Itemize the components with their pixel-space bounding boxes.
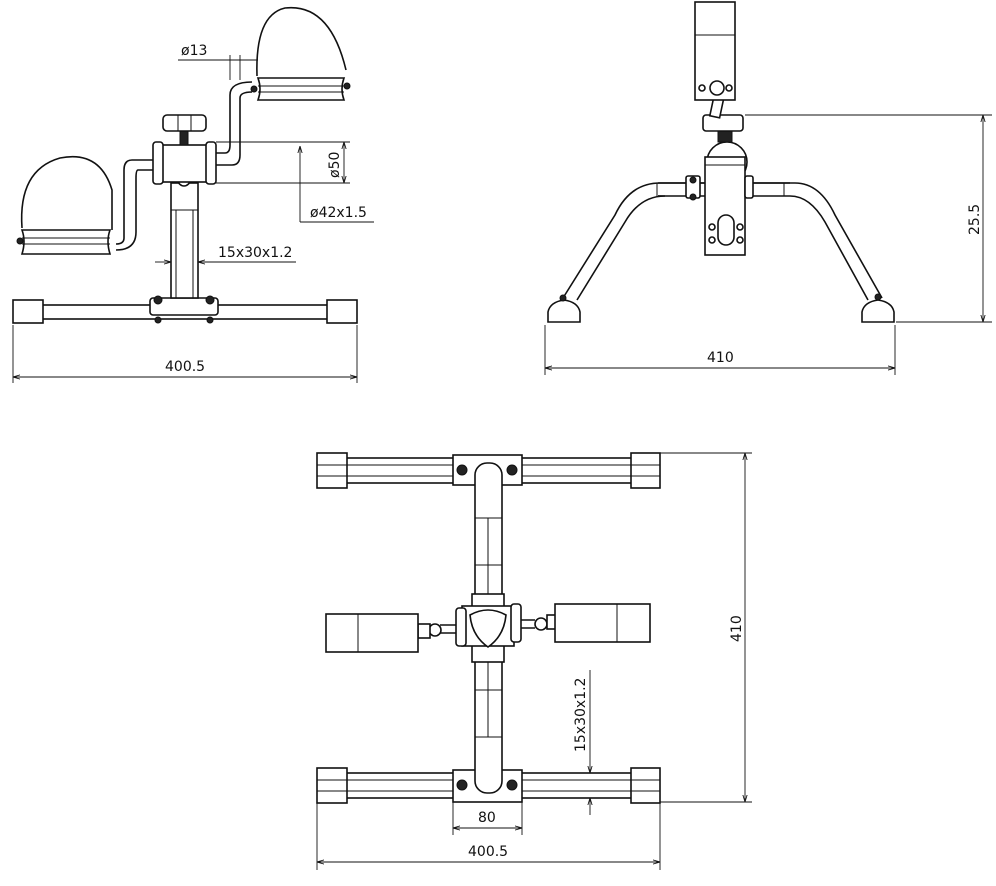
dim-base-width: 400.5 [468,844,508,860]
triangle-knob [469,609,507,648]
column-tube [170,182,199,299]
pedal-left [20,229,112,255]
dim-column-tube: 15x30x1.2 [218,245,292,261]
leg-left [562,182,790,299]
side-view: ø13 ø50 ø42x1.5 15x30x1.2 400.5 [12,6,374,383]
dim-plate-width: 80 [478,810,496,826]
front-view: 25.5 410 [544,1,992,375]
dim-height: 25.5 [967,204,983,235]
leg-right [658,182,883,299]
end-cap [316,452,348,489]
dim-base-width: 400.5 [165,359,205,375]
crank-left [115,159,153,245]
knob [702,114,744,132]
dim-width: 410 [707,350,734,366]
dim-rod-diameter: ø13 [181,43,207,59]
dim-tube-spec: 15x30x1.2 [573,678,589,752]
crank-hub [159,144,209,183]
tension-knob [162,114,207,132]
pedal-left [325,613,419,653]
pedal-strap-right [256,6,347,77]
end-cap [630,452,661,489]
end-cap-right [326,299,358,324]
foot-left [547,299,581,323]
end-cap-left [12,299,44,324]
foot-right [861,299,895,323]
end-cap [316,767,348,804]
pedal-right [554,603,651,643]
dim-tube-spec: ø42x1.5 [310,205,367,221]
crank-right [215,81,253,154]
dim-hub-diameter: ø50 [327,152,343,178]
dim-length: 410 [729,615,745,642]
pedal-strap-left [20,156,113,230]
top-view: 410 15x30x1.2 80 400.5 [316,452,752,870]
end-cap [630,767,661,804]
pedal-right [256,77,346,101]
